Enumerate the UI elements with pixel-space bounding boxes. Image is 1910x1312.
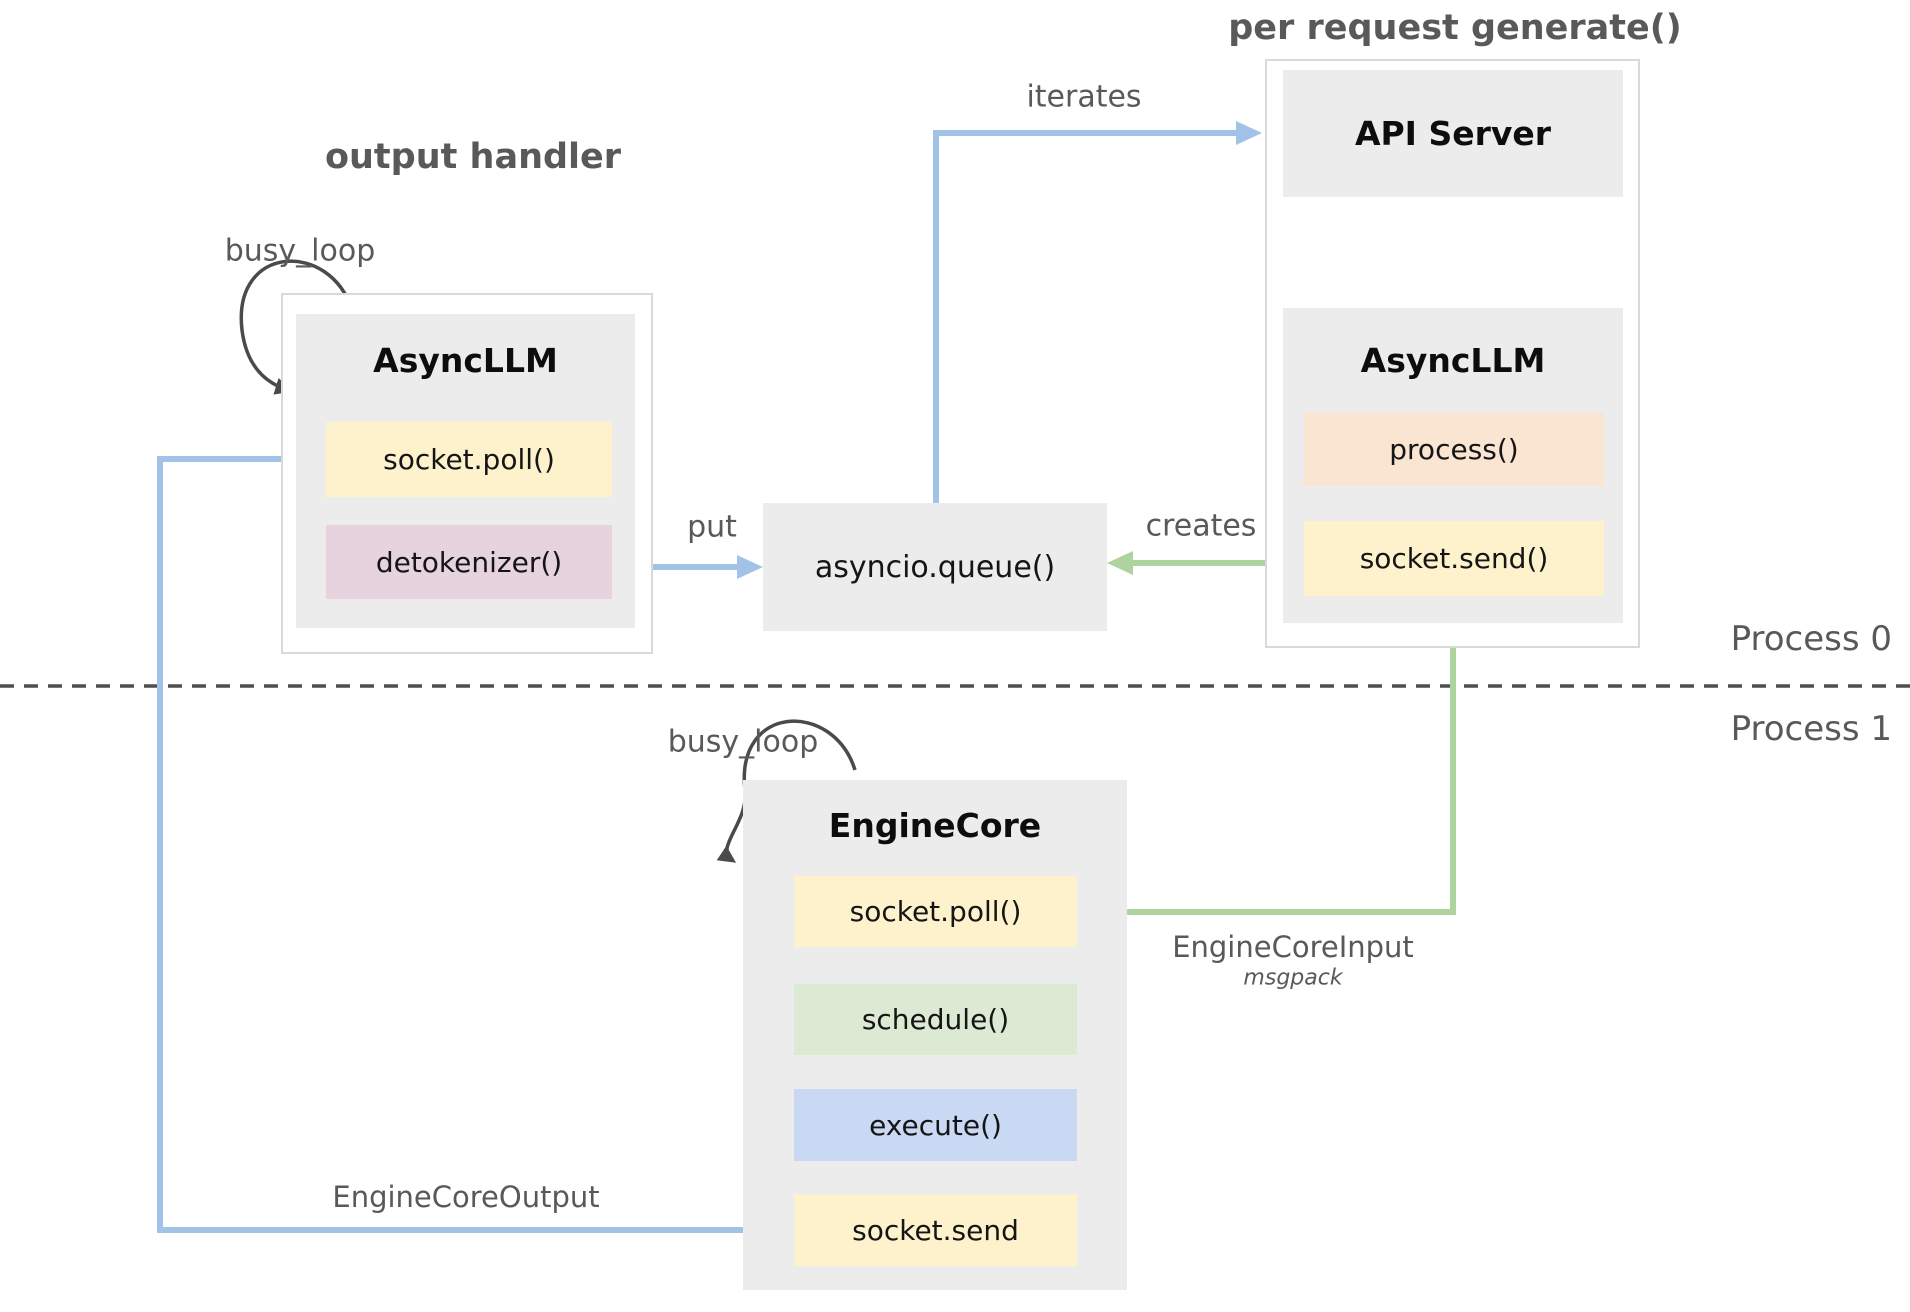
- busy-loop-label-bottom: busy_loop: [667, 724, 819, 760]
- iterates-line: [933, 130, 1236, 503]
- async-llm-right-title: AsyncLLM: [1360, 341, 1546, 380]
- creates-arrowhead-icon: [1107, 551, 1133, 575]
- creates-label: creates: [1145, 508, 1257, 544]
- per-request-generate-title: per request generate(): [1228, 8, 1682, 48]
- engine-core-socket-send: socket.send: [794, 1194, 1077, 1266]
- async-llm-right-process: process(): [1304, 413, 1604, 486]
- engine-core-input-format-label: msgpack: [1243, 965, 1343, 991]
- iterates-label: iterates: [1026, 79, 1142, 115]
- async-llm-right-socket-send: socket.send(): [1304, 521, 1604, 596]
- process-0-label: Process 0: [1730, 619, 1892, 659]
- engine-core-schedule: schedule(): [794, 984, 1077, 1055]
- engine-core-title: EngineCore: [828, 806, 1042, 845]
- iterates-arrowhead-icon: [1236, 121, 1262, 145]
- engine-core-socket-poll: socket.poll(): [794, 876, 1077, 947]
- async-llm-left-title: AsyncLLM: [373, 341, 558, 380]
- engine-core-output-label: EngineCoreOutput: [332, 1180, 600, 1214]
- busy-loop-label-top: busy_loop: [224, 233, 376, 269]
- process-1-label: Process 1: [1730, 709, 1892, 749]
- async-llm-left-detokenizer: detokenizer(): [326, 525, 612, 599]
- engine-core-input-label: EngineCoreInput: [1172, 930, 1414, 964]
- output-handler-title: output handler: [324, 137, 622, 177]
- put-label: put: [687, 509, 737, 545]
- async-llm-left-socket-poll: socket.poll(): [326, 422, 612, 497]
- api-server-node: API Server: [1283, 70, 1623, 197]
- engine-core-execute: execute(): [794, 1089, 1077, 1161]
- put-arrowhead-icon: [737, 555, 763, 579]
- asyncio-queue-node: asyncio.queue(): [763, 503, 1107, 631]
